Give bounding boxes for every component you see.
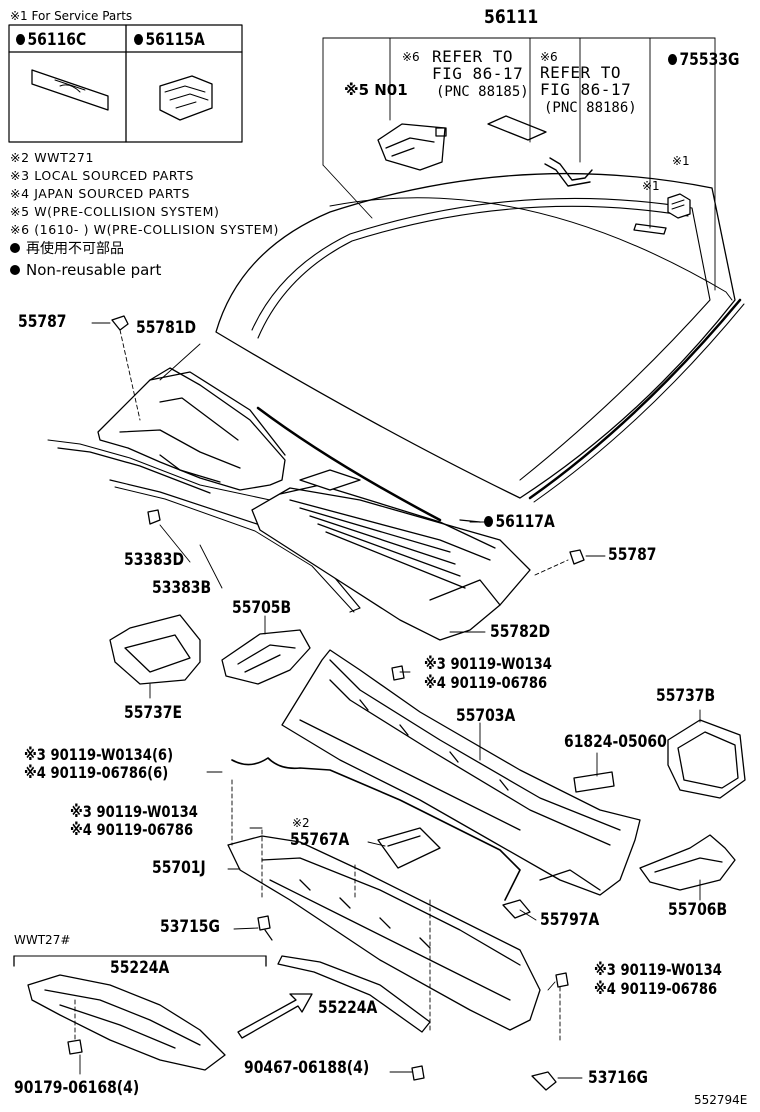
bolt-label-1-line1[interactable]: ※3 90119-W0134 bbox=[424, 654, 552, 673]
ref2-mark: ※6 bbox=[540, 50, 558, 64]
ref1-pnc: (PNC 88185) bbox=[436, 84, 529, 100]
ref1-line1[interactable]: REFER TO bbox=[432, 47, 514, 66]
part-label-55787-left[interactable]: 55787 bbox=[18, 312, 67, 332]
ref2-line1[interactable]: REFER TO bbox=[540, 63, 622, 82]
legend-bullet-jp: 再使用不可部品 bbox=[10, 242, 124, 256]
clip-55787-left bbox=[111, 315, 141, 421]
ref1-line2[interactable]: FIG 86-17 bbox=[432, 64, 524, 83]
legend-bullet-en: Non-reusable part bbox=[10, 263, 161, 278]
cowl-top-ventilator-louver bbox=[251, 469, 531, 641]
bolt-label-3-line1[interactable]: ※3 90119-W0134 bbox=[70, 802, 198, 821]
part-label-56116c[interactable]: 56116C bbox=[16, 32, 86, 49]
service-note-1a: ※1 bbox=[672, 154, 690, 168]
part-label-53715g[interactable]: 53715G bbox=[160, 917, 220, 937]
bracket-55737b bbox=[667, 719, 746, 799]
non-reusable-dot-icon bbox=[134, 34, 144, 45]
part-label-55767a[interactable]: 55767A bbox=[290, 830, 350, 850]
part-label-55701j[interactable]: 55701J bbox=[152, 858, 206, 878]
part-label-90467-06188[interactable]: 90467-06188(4) bbox=[244, 1058, 370, 1078]
bolt-label-4-line2[interactable]: ※4 90119-06786 bbox=[594, 979, 718, 998]
cowl-top-side-panel bbox=[47, 367, 341, 521]
direction-arrow bbox=[237, 993, 313, 1039]
non-reusable-dot-icon bbox=[668, 54, 678, 65]
bolt-label-4-line1[interactable]: ※3 90119-W0134 bbox=[594, 960, 722, 979]
leader-lines-56111 bbox=[322, 37, 716, 291]
ref1-mark: ※6 bbox=[402, 50, 420, 64]
bracket-55705b bbox=[221, 629, 311, 685]
bolt-note-2: ※2 bbox=[292, 816, 310, 830]
part-label-53716g[interactable]: 53716G bbox=[588, 1068, 648, 1088]
sensor-label-n01[interactable]: ※5 N01 bbox=[344, 81, 408, 99]
part-label-53383b[interactable]: 53383B bbox=[152, 578, 212, 598]
part-label-55737b[interactable]: 55737B bbox=[656, 686, 716, 706]
bracket-55737e bbox=[109, 614, 201, 685]
ref2-line2[interactable]: FIG 86-17 bbox=[540, 80, 632, 99]
part-label-55224a-right[interactable]: 55224A bbox=[318, 998, 378, 1018]
bolt-label-3-line2[interactable]: ※4 90119-06786 bbox=[70, 820, 194, 839]
part-label-55797a[interactable]: 55797A bbox=[540, 910, 600, 930]
non-reusable-dot-icon bbox=[16, 34, 26, 45]
service-box-title: ※1 For Service Parts bbox=[10, 9, 133, 23]
legend-note-3: ※3 LOCAL SOURCED PARTS bbox=[10, 168, 195, 183]
bullet-dot-icon bbox=[10, 265, 20, 275]
part-label-55787-right[interactable]: 55787 bbox=[608, 545, 657, 565]
part-label-55737e[interactable]: 55737E bbox=[124, 703, 183, 723]
part-label-56115a[interactable]: 56115A bbox=[134, 32, 205, 49]
bullet-dot-icon bbox=[10, 243, 20, 253]
sensor-bracket bbox=[377, 123, 447, 171]
model-note-wwt27: WWT27# bbox=[14, 933, 71, 947]
hood-to-cowl-seal-left bbox=[27, 974, 226, 1071]
camera-cover-bracket bbox=[487, 115, 547, 141]
diagram-code: 552794E bbox=[694, 1093, 748, 1107]
service-note-1b: ※1 bbox=[642, 179, 660, 193]
bolt-label-2-line1[interactable]: ※3 90119-W0134(6) bbox=[24, 745, 174, 764]
part-label-53383d[interactable]: 53383D bbox=[124, 550, 185, 570]
bolt-label-1-line2[interactable]: ※4 90119-06786 bbox=[424, 673, 548, 692]
legend-note-5: ※5 W(PRE-COLLISION SYSTEM) bbox=[10, 204, 220, 219]
part-label-55782d[interactable]: 55782D bbox=[490, 622, 551, 642]
part-label-56117a[interactable]: 56117A bbox=[484, 514, 555, 531]
windshield-glass bbox=[215, 172, 745, 522]
cowl-panel-main bbox=[281, 649, 641, 896]
part-label-56111[interactable]: 56111 bbox=[484, 6, 539, 28]
part-label-55781d[interactable]: 55781D bbox=[136, 318, 197, 338]
bolt-label-2-line2[interactable]: ※4 90119-06786(6) bbox=[24, 763, 169, 782]
part-label-55703a[interactable]: 55703A bbox=[456, 706, 516, 726]
legend-note-4: ※4 JAPAN SOURCED PARTS bbox=[10, 186, 191, 201]
part-label-55706b[interactable]: 55706B bbox=[668, 900, 728, 920]
part-label-75533g[interactable]: 75533G bbox=[668, 52, 739, 69]
hood-to-cowl-seal-right bbox=[277, 955, 431, 1033]
cowl-lower-panel bbox=[227, 835, 541, 1031]
service-parts-box bbox=[8, 24, 243, 143]
part-label-90179-06168[interactable]: 90179-06168(4) bbox=[14, 1078, 140, 1098]
leader-lines bbox=[79, 322, 701, 1079]
part-label-55705b[interactable]: 55705B bbox=[232, 598, 292, 618]
legend-note-2: ※2 WWT271 bbox=[10, 150, 95, 165]
non-reusable-dot-icon bbox=[484, 516, 494, 527]
part-label-61824-05060[interactable]: 61824-05060 bbox=[564, 732, 667, 752]
part-label-55224a-left[interactable]: 55224A bbox=[110, 958, 170, 978]
legend-note-6: ※6 (1610- ) W(PRE-COLLISION SYSTEM) bbox=[10, 222, 279, 237]
ref2-pnc: (PNC 88186) bbox=[544, 100, 637, 116]
